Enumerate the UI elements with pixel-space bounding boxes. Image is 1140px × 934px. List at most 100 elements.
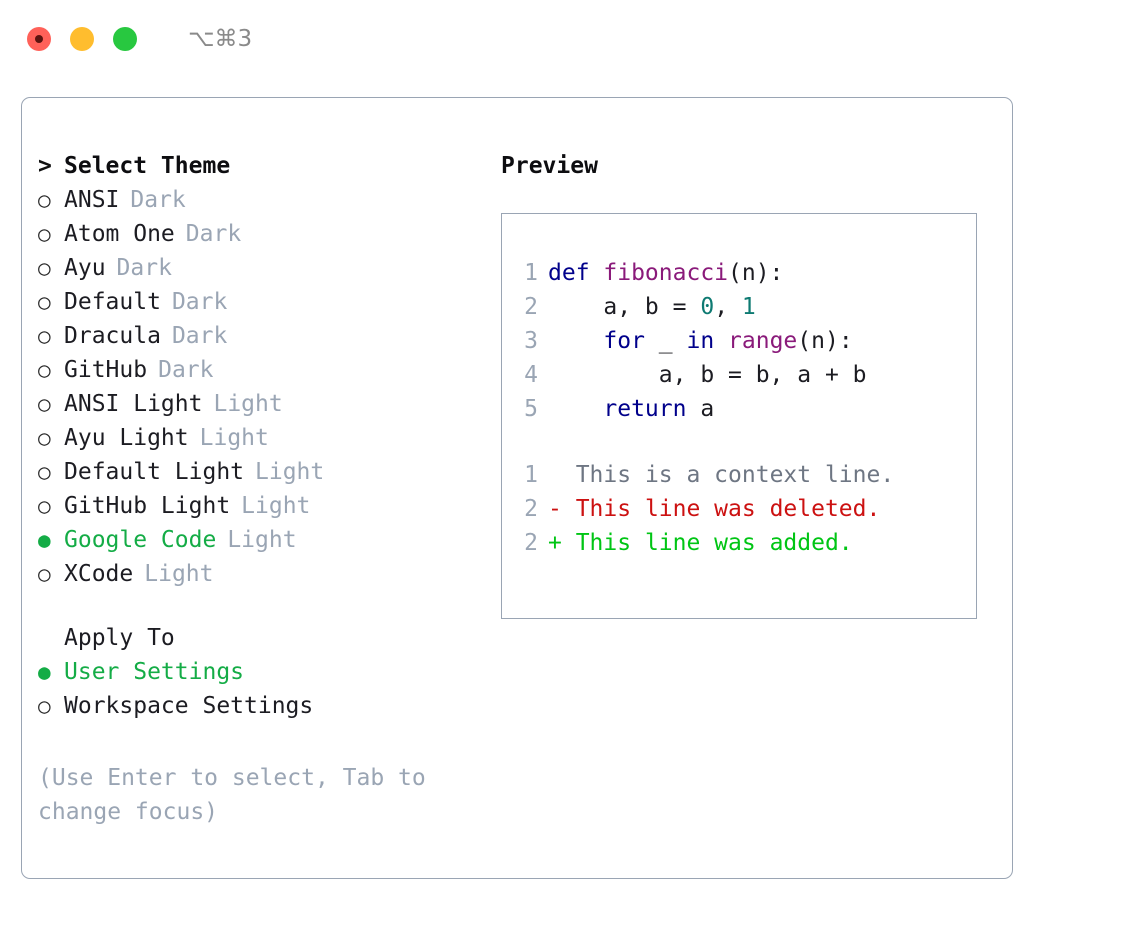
theme-option-variant-tag: Light — [199, 425, 269, 451]
code-line: 4 a, b = b, a + b — [512, 358, 972, 392]
code-token-pl: a, b = — [548, 294, 701, 320]
apply-to-option-row[interactable]: ○Workspace Settings — [38, 689, 478, 723]
apply-to-options-list: ● User Settings ○Workspace Settings — [38, 655, 478, 723]
diff-line-number: 2 — [524, 530, 538, 556]
theme-option-variant-tag: Dark — [158, 357, 214, 383]
diff-line-number: 2 — [524, 496, 538, 522]
code-token-pl: _ — [644, 328, 687, 354]
diff-text: This line was added. — [575, 530, 853, 556]
code-token-pl — [714, 328, 728, 354]
theme-option-name: Google Code — [64, 527, 217, 553]
keyboard-hint-text: (Use Enter to select, Tab to change focu… — [38, 765, 426, 825]
code-line: 3 for _ in range(n): — [512, 324, 972, 358]
diff-sign: + — [548, 530, 576, 556]
code-token-kw: for — [603, 328, 645, 354]
theme-option-row[interactable]: ○ Ayu Dark — [38, 251, 478, 285]
diff-sign: - — [548, 496, 576, 522]
theme-option-name: ANSI — [64, 187, 120, 213]
code-line-number: 2 — [524, 294, 538, 320]
diff-text: This line was deleted. — [575, 496, 881, 522]
radio-unselected-icon[interactable]: ○ — [38, 290, 51, 314]
theme-option-row[interactable]: ○ GitHub Light Light — [38, 489, 478, 523]
code-token-pl: a, b = b, a + b — [548, 362, 867, 388]
apply-to-option-name: User Settings — [64, 659, 245, 685]
theme-option-name: Dracula — [64, 323, 161, 349]
theme-option-name: GitHub Light — [64, 493, 231, 519]
select-theme-title: Select Theme — [64, 153, 231, 179]
diff-line-content: - This line was deleted. — [548, 492, 880, 526]
diff-line-content: + This line was added. — [548, 526, 853, 560]
theme-option-name: XCode — [64, 561, 134, 587]
code-token-pl: (n): — [797, 328, 853, 354]
code-line: 5 return a — [512, 392, 972, 426]
preview-title: Preview — [501, 153, 598, 179]
theme-option-name: ANSI Light — [64, 391, 203, 417]
radio-unselected-icon[interactable]: ○ — [38, 426, 51, 450]
code-token-kw: def — [548, 260, 604, 286]
code-line-content: a, b = b, a + b — [548, 358, 867, 392]
code-token-pl — [548, 396, 603, 422]
apply-to-header: ○ Apply To — [38, 621, 478, 655]
radio-unselected-icon[interactable]: ○ — [38, 392, 51, 416]
code-line-number: 3 — [524, 328, 538, 354]
apply-to-option-row[interactable]: ● User Settings — [38, 655, 478, 689]
section-spacer — [38, 591, 478, 621]
close-button[interactable] — [27, 27, 51, 51]
diff-line-number: 1 — [524, 462, 538, 488]
radio-selected-icon[interactable]: ● — [38, 528, 51, 552]
theme-option-variant-tag: Light — [241, 493, 311, 519]
code-token-pl: (n): — [728, 260, 784, 286]
theme-option-row[interactable]: ○ Default Light Light — [38, 455, 478, 489]
diff-text: This is a context line. — [575, 462, 895, 488]
code-line-number: 4 — [524, 362, 538, 388]
code-line: 2 a, b = 0, 1 — [512, 290, 972, 324]
caret-icon: > — [38, 153, 52, 179]
code-line-number: 5 — [524, 396, 538, 422]
radio-unselected-icon[interactable]: ○ — [38, 494, 51, 518]
code-token-num: 0 — [700, 294, 715, 320]
radio-unselected-icon[interactable]: ○ — [38, 222, 51, 246]
code-token-num: 1 — [741, 294, 756, 320]
theme-option-variant-tag: Light — [255, 459, 325, 485]
radio-unselected-icon[interactable]: ○ — [38, 256, 51, 280]
radio-selected-icon[interactable]: ● — [38, 660, 51, 684]
theme-option-variant-tag: Dark — [171, 289, 228, 315]
radio-unselected-icon[interactable]: ○ — [38, 358, 51, 382]
diff-sign — [548, 462, 576, 488]
radio-unselected-icon[interactable]: ○ — [38, 324, 51, 348]
theme-option-name: Ayu — [64, 255, 106, 281]
theme-option-name: Default Light — [64, 459, 245, 485]
theme-option-variant-tag: Dark — [116, 255, 172, 281]
minimize-button[interactable] — [70, 27, 94, 51]
theme-option-variant-tag: Light — [227, 527, 297, 553]
diff-line: 2- This line was deleted. — [512, 492, 972, 526]
theme-option-row[interactable]: ● Google Code Light — [38, 523, 478, 557]
diff-line: 1 This is a context line. — [512, 458, 972, 492]
radio-unselected-icon[interactable]: ○ — [38, 188, 51, 212]
radio-unselected-icon[interactable]: ○ — [38, 562, 51, 586]
code-line-content: for _ in range(n): — [548, 324, 853, 358]
radio-unselected-icon[interactable]: ○ — [38, 694, 51, 718]
maximize-button[interactable] — [113, 27, 137, 51]
diff-block: 1 This is a context line.2- This line wa… — [512, 458, 972, 560]
window-titlebar: ⌥⌘3 — [0, 0, 1140, 78]
radio-unselected-icon[interactable]: ○ — [38, 460, 51, 484]
diff-line: 2 + This line was added. — [512, 526, 972, 560]
code-token-pl: a — [686, 396, 715, 422]
theme-option-name: Atom One — [64, 221, 175, 247]
